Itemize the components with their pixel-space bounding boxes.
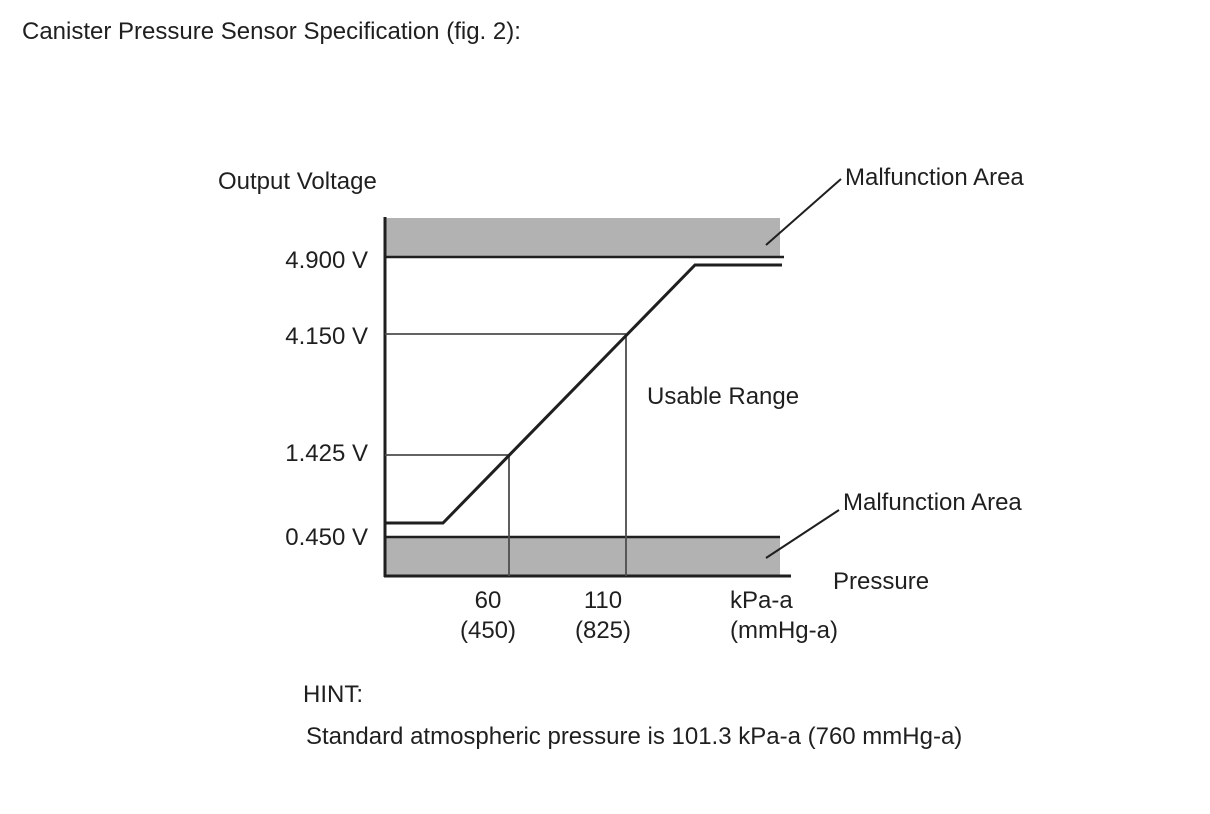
y-tick-4900: 4.900 V <box>285 247 368 274</box>
malfunction-area-label-upper: Malfunction Area <box>845 164 1024 191</box>
sensor-curve <box>385 263 782 525</box>
x-tick-60: 60 (450) <box>453 586 523 646</box>
malfunction-band-upper <box>385 218 780 257</box>
y-tick-1425: 1.425 V <box>285 440 368 467</box>
usable-range-label: Usable Range <box>647 383 800 410</box>
figure-title: Canister Pressure Sensor Specification (… <box>22 18 521 45</box>
hint-label: HINT: <box>303 681 363 708</box>
y-axis-title: Output Voltage <box>218 168 377 195</box>
y-tick-4150: 4.150 V <box>285 323 368 350</box>
x-axis-title: Pressure <box>833 568 930 595</box>
x-tick-110: 110 (825) <box>568 586 638 646</box>
x-axis-unit-mmhg: (mmHg-a) <box>730 617 838 644</box>
y-tick-0450: 0.450 V <box>285 524 368 551</box>
malfunction-band-lower <box>385 537 780 576</box>
leader-line-upper <box>765 178 842 246</box>
x-tick-110-kpa: 110 <box>583 587 623 614</box>
x-tick-60-kpa: 60 <box>474 587 502 614</box>
x-tick-110-mmhg: (825) <box>574 617 632 644</box>
x-axis-unit-kpa: kPa-a <box>730 587 793 614</box>
leader-line-lower <box>765 509 840 559</box>
x-axis-units: kPa-a (mmHg-a) <box>730 586 838 646</box>
hint-text: Standard atmospheric pressure is 101.3 k… <box>306 723 963 750</box>
malfunction-area-label-lower: Malfunction Area <box>843 489 1022 516</box>
x-tick-60-mmhg: (450) <box>459 617 517 644</box>
